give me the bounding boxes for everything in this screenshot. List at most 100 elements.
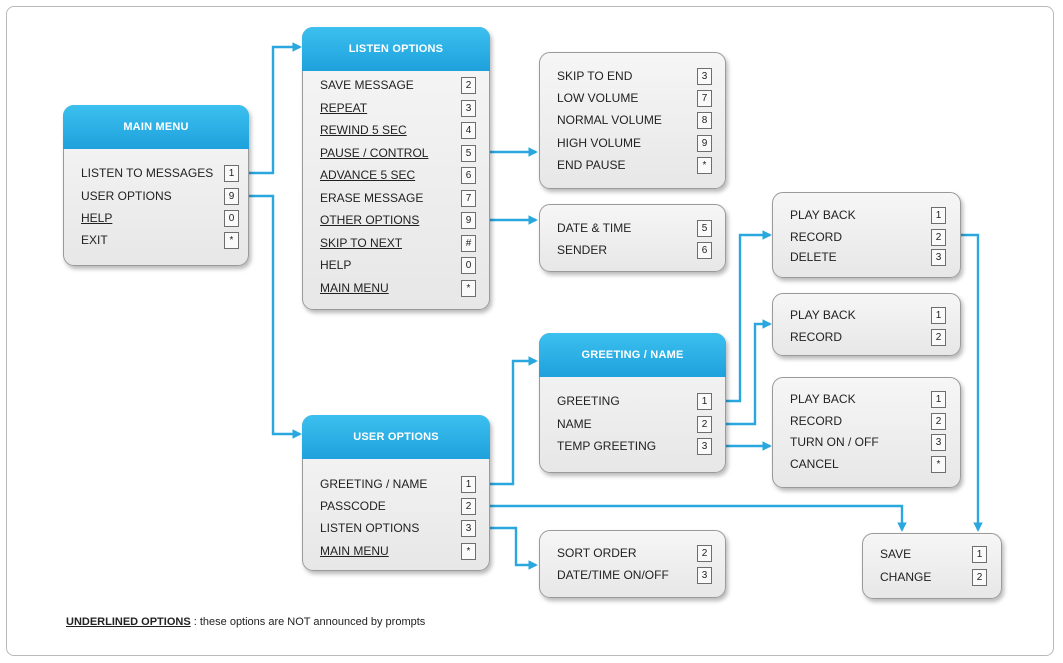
key-badge: 5: [461, 145, 476, 162]
key-badge: 2: [972, 569, 987, 586]
key-badge: 2: [697, 545, 712, 562]
greeting-name-title: GREETING / NAME: [539, 333, 726, 377]
key-badge: *: [931, 456, 946, 473]
temp-item-cancel[interactable]: CANCEL*: [773, 454, 960, 476]
connector-name-to-name-record: [720, 319, 772, 426]
key-badge: *: [461, 543, 476, 560]
key-badge: *: [697, 157, 712, 174]
connector-user-greeting-to-greeting-name: [480, 356, 538, 486]
listen-item-skip-to-next[interactable]: SKIP TO NEXT#: [303, 233, 489, 255]
connector-main-to-user-options: [243, 194, 302, 439]
key-badge: 2: [461, 498, 476, 515]
pause-item-end-pause[interactable]: END PAUSE*: [540, 155, 725, 177]
key-badge: 2: [461, 77, 476, 94]
key-badge: 3: [697, 68, 712, 85]
key-badge: 3: [931, 434, 946, 451]
legend-term: UNDERLINED OPTIONS: [66, 616, 191, 628]
key-badge: #: [461, 235, 476, 252]
main-menu-item-exit[interactable]: EXIT*: [64, 230, 248, 252]
key-badge: 1: [972, 546, 987, 563]
key-badge: 0: [461, 257, 476, 274]
key-badge: 1: [931, 391, 946, 408]
key-badge: 3: [697, 438, 712, 455]
key-badge: 2: [931, 229, 946, 246]
key-badge: 9: [461, 212, 476, 229]
key-badge: 9: [697, 135, 712, 152]
key-badge: 1: [224, 165, 239, 182]
key-badge: 3: [697, 567, 712, 584]
key-badge: 3: [461, 520, 476, 537]
key-badge: 8: [697, 112, 712, 129]
key-badge: 0: [224, 210, 239, 227]
key-badge: 3: [461, 100, 476, 117]
connector-main-to-listen: [243, 42, 302, 175]
key-badge: 1: [461, 476, 476, 493]
main-menu-title: MAIN MENU: [63, 105, 249, 149]
user-item-main-menu[interactable]: MAIN MENU*: [303, 541, 489, 563]
legend-note: UNDERLINED OPTIONS : these options are N…: [66, 616, 425, 628]
key-badge: 9: [224, 188, 239, 205]
legend-text: : these options are NOT announced by pro…: [190, 616, 426, 628]
key-badge: 1: [697, 393, 712, 410]
user-options-title: USER OPTIONS: [302, 415, 490, 459]
key-badge: 2: [697, 416, 712, 433]
connector-greeting-to-greeting-record: [720, 230, 772, 403]
connector-passcode-to-save: [480, 504, 907, 532]
key-badge: 7: [697, 90, 712, 107]
key-badge: 1: [931, 207, 946, 224]
listen-options-title: LISTEN OPTIONS: [302, 27, 490, 71]
listen-item-main-menu[interactable]: MAIN MENU*: [303, 278, 489, 300]
key-badge: 4: [461, 122, 476, 139]
key-badge: 2: [931, 329, 946, 346]
key-badge: *: [461, 280, 476, 297]
connector-listen-options-to-sort: [480, 526, 538, 570]
key-badge: 7: [461, 190, 476, 207]
key-badge: 3: [931, 249, 946, 266]
